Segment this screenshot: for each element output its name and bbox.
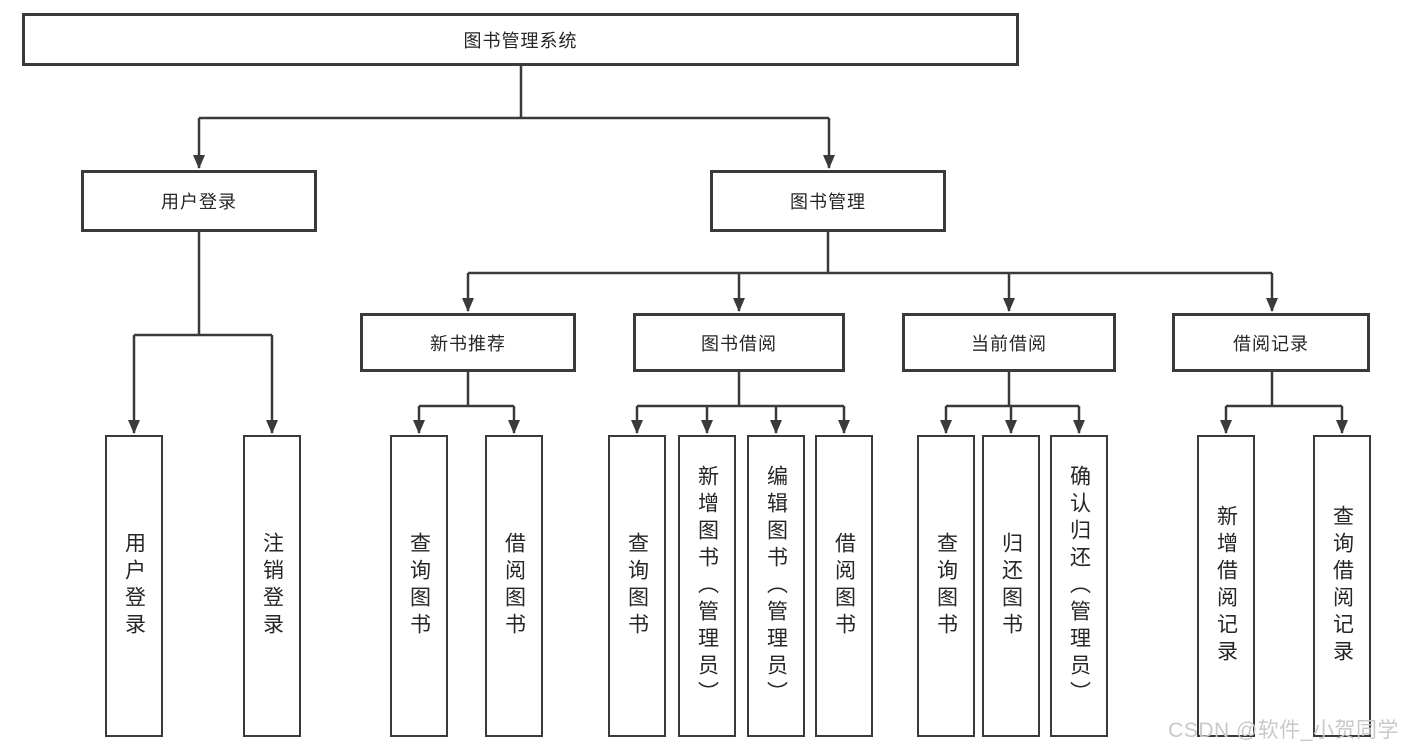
node-label: 新增图书（管理员） <box>695 464 719 708</box>
node-leaf-query-borrow-record: 查询借阅记录 <box>1313 435 1371 737</box>
node-label: 注销登录 <box>260 532 284 640</box>
node-book-borrowing: 图书借阅 <box>633 313 845 372</box>
node-label: 借阅图书 <box>502 532 526 640</box>
node-label: 图书借阅 <box>701 333 777 354</box>
node-leaf-confirm-return-admin: 确认归还（管理员） <box>1050 435 1108 737</box>
node-new-book-recommendation: 新书推荐 <box>360 313 576 372</box>
node-leaf-logout: 注销登录 <box>243 435 301 737</box>
node-label: 当前借阅 <box>971 333 1047 354</box>
node-label: 查询图书 <box>934 532 958 640</box>
node-leaf-return-books: 归还图书 <box>982 435 1040 737</box>
node-label: 图书管理 <box>790 192 866 212</box>
node-leaf-borrow-books-recommend: 借阅图书 <box>485 435 543 737</box>
node-label: 查询图书 <box>407 532 431 640</box>
node-label: 新增借阅记录 <box>1214 505 1238 667</box>
node-label: 确认归还（管理员） <box>1067 464 1091 708</box>
node-label: 查询借阅记录 <box>1330 505 1354 667</box>
node-label: 用户登录 <box>161 192 237 212</box>
node-label: 借阅记录 <box>1233 333 1309 354</box>
node-book-management: 图书管理 <box>710 170 946 232</box>
node-label: 图书管理系统 <box>463 30 578 51</box>
node-label: 新书推荐 <box>430 333 506 354</box>
node-leaf-query-books-recommend: 查询图书 <box>390 435 448 737</box>
node-leaf-query-books-borrowing: 查询图书 <box>608 435 666 737</box>
node-label: 编辑图书（管理员） <box>764 464 788 708</box>
node-leaf-user-login: 用户登录 <box>105 435 163 737</box>
node-label: 借阅图书 <box>832 532 856 640</box>
node-label: 归还图书 <box>999 532 1023 640</box>
node-leaf-query-books-current: 查询图书 <box>917 435 975 737</box>
node-current-borrowing: 当前借阅 <box>902 313 1116 372</box>
node-library-management-system: 图书管理系统 <box>22 13 1019 66</box>
node-leaf-add-books-admin: 新增图书（管理员） <box>678 435 736 737</box>
node-user-login: 用户登录 <box>81 170 317 232</box>
csdn-watermark: CSDN @软件_小贺同学 <box>1168 719 1399 742</box>
node-label: 用户登录 <box>122 532 146 640</box>
node-label: 查询图书 <box>625 532 649 640</box>
node-leaf-edit-books-admin: 编辑图书（管理员） <box>747 435 805 737</box>
node-borrowing-records: 借阅记录 <box>1172 313 1370 372</box>
node-leaf-borrow-books: 借阅图书 <box>815 435 873 737</box>
node-leaf-add-borrow-record: 新增借阅记录 <box>1197 435 1255 737</box>
